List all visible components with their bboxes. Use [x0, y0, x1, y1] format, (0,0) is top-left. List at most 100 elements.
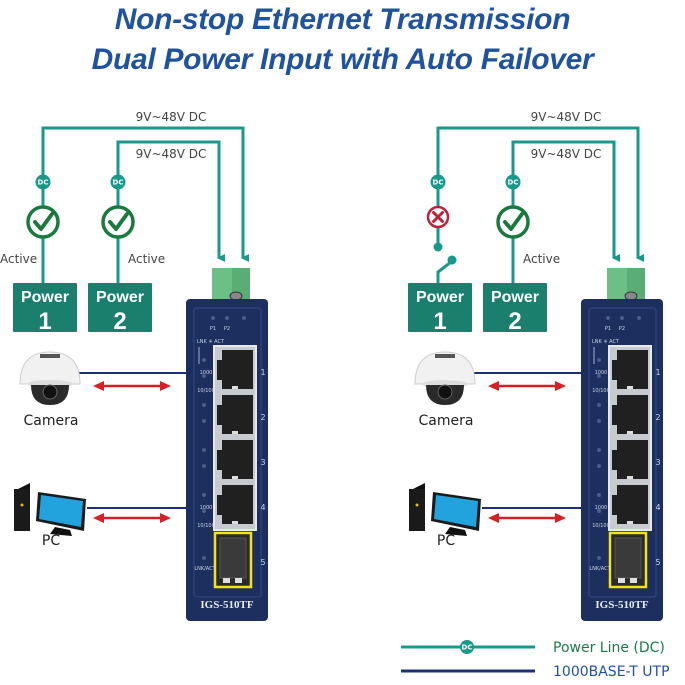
switch-model-label: IGS-510TF: [200, 599, 253, 611]
rj45-latch: [627, 476, 633, 479]
port-number-1: 1: [260, 368, 265, 377]
arrow-head-right: [160, 513, 171, 523]
rj45-socket[interactable]: [217, 395, 253, 434]
lnk-act-label: LNK ✳ ACT: [592, 339, 620, 345]
camera-dome: [414, 351, 476, 385]
port-led: [202, 464, 206, 468]
port-number-3: 3: [260, 458, 265, 467]
camera-logo: [435, 354, 455, 358]
port-led: [202, 374, 206, 378]
port-led: [597, 374, 601, 378]
port-led: [202, 493, 206, 497]
pc-label: PC: [42, 533, 60, 549]
sfp-port-5[interactable]: [608, 531, 648, 589]
dc-badge-text: DC: [508, 179, 519, 187]
rj45-socket[interactable]: [612, 440, 648, 479]
speed-label-10-100-bottom: 10/100: [197, 523, 215, 529]
arrow-head-right: [160, 381, 171, 391]
legend-utp-label: 1000BASE-T UTP: [553, 664, 670, 680]
rj45-socket[interactable]: [217, 440, 253, 479]
dc-badge-text: DC: [113, 179, 124, 187]
port-led: [597, 419, 601, 423]
sfp-latch: [223, 578, 230, 583]
x-circle-icon: [426, 205, 450, 229]
legend: DC Power Line (DC) 1000BASE-T UTP: [401, 640, 670, 680]
power2-number: 2: [113, 308, 126, 335]
double-arrow-icon: [488, 513, 566, 523]
switch-contact-bottom: [447, 255, 457, 265]
camera-logo: [40, 354, 60, 358]
sfp-led: [597, 556, 601, 560]
check-mark: [108, 212, 129, 231]
terminal-screw: [624, 291, 638, 301]
switch-face: [588, 307, 657, 598]
power1-box-bg: [13, 283, 77, 332]
terminal-block-icon: [212, 268, 250, 301]
rj45-port-2[interactable]: [217, 395, 253, 434]
port-led: [202, 358, 206, 362]
power2-box-bg: [88, 283, 152, 332]
rj45-socket[interactable]: [217, 485, 253, 524]
sfp-latch: [235, 578, 242, 583]
camera-label: Camera: [419, 413, 474, 429]
dc-badge-text: DC: [38, 179, 49, 187]
sfp-port-5[interactable]: [213, 531, 253, 589]
rj45-port-4[interactable]: [217, 485, 253, 524]
check-circle: [496, 205, 530, 239]
rj45-socket[interactable]: [612, 350, 648, 389]
rj45-latch: [232, 476, 238, 479]
arrow-head-left: [488, 513, 499, 523]
pc-label: PC: [437, 533, 455, 549]
led-p1: [606, 316, 610, 320]
pc-power-led: [415, 503, 419, 507]
open-switch-icon: [436, 260, 452, 285]
port-number-4: 4: [655, 503, 660, 512]
rj45-port-2[interactable]: [612, 395, 648, 434]
speed-label-1000-bottom: 1000: [595, 505, 608, 511]
port-number-3: 3: [655, 458, 660, 467]
voltage-label-top: 9V~48V DC: [136, 110, 207, 124]
rj45-port-1[interactable]: [217, 350, 253, 389]
speed-label-10-100-top: 10/100: [197, 388, 215, 394]
led-p2: [620, 316, 624, 320]
power1-label: Power: [21, 289, 69, 306]
line-gap: [433, 226, 443, 284]
pc-tower: [409, 489, 425, 531]
port-led: [597, 464, 601, 468]
rj45-latch: [232, 386, 238, 389]
power1-label: Power: [416, 289, 464, 306]
rj45-socket[interactable]: [217, 350, 253, 389]
speed-label-1000-top: 1000: [595, 370, 608, 376]
speed-label-10-100-top: 10/100: [592, 388, 610, 394]
rj45-socket[interactable]: [612, 395, 648, 434]
port-led: [597, 509, 601, 513]
rj45-port-3[interactable]: [612, 440, 648, 479]
legend-dc-badge-text: DC: [462, 644, 473, 652]
power2-status: Active: [523, 252, 560, 266]
led-fault: [637, 316, 641, 320]
legend-power-line-label: Power Line (DC): [553, 640, 665, 656]
lnk-act-label: LNK ✳ ACT: [197, 339, 225, 345]
dc-badge-icon: [460, 640, 474, 654]
port-led: [202, 403, 206, 407]
rj45-latch: [627, 431, 633, 434]
dc-badge-icon: [35, 174, 51, 190]
check-circle-icon: [101, 205, 135, 239]
camera-lens: [42, 384, 58, 400]
desktop-pc-icon: [409, 483, 481, 536]
rj45-port-3[interactable]: [217, 440, 253, 479]
sfp-led: [202, 556, 206, 560]
sfp-led-label: LNK/ACT: [194, 566, 216, 572]
desktop-pc-icon: [14, 483, 86, 536]
dc-badge-icon: [110, 174, 126, 190]
rj45-socket[interactable]: [612, 485, 648, 524]
arrow-head-left: [93, 513, 104, 523]
rj45-port-4[interactable]: [612, 485, 648, 524]
rj45-port-1[interactable]: [612, 350, 648, 389]
